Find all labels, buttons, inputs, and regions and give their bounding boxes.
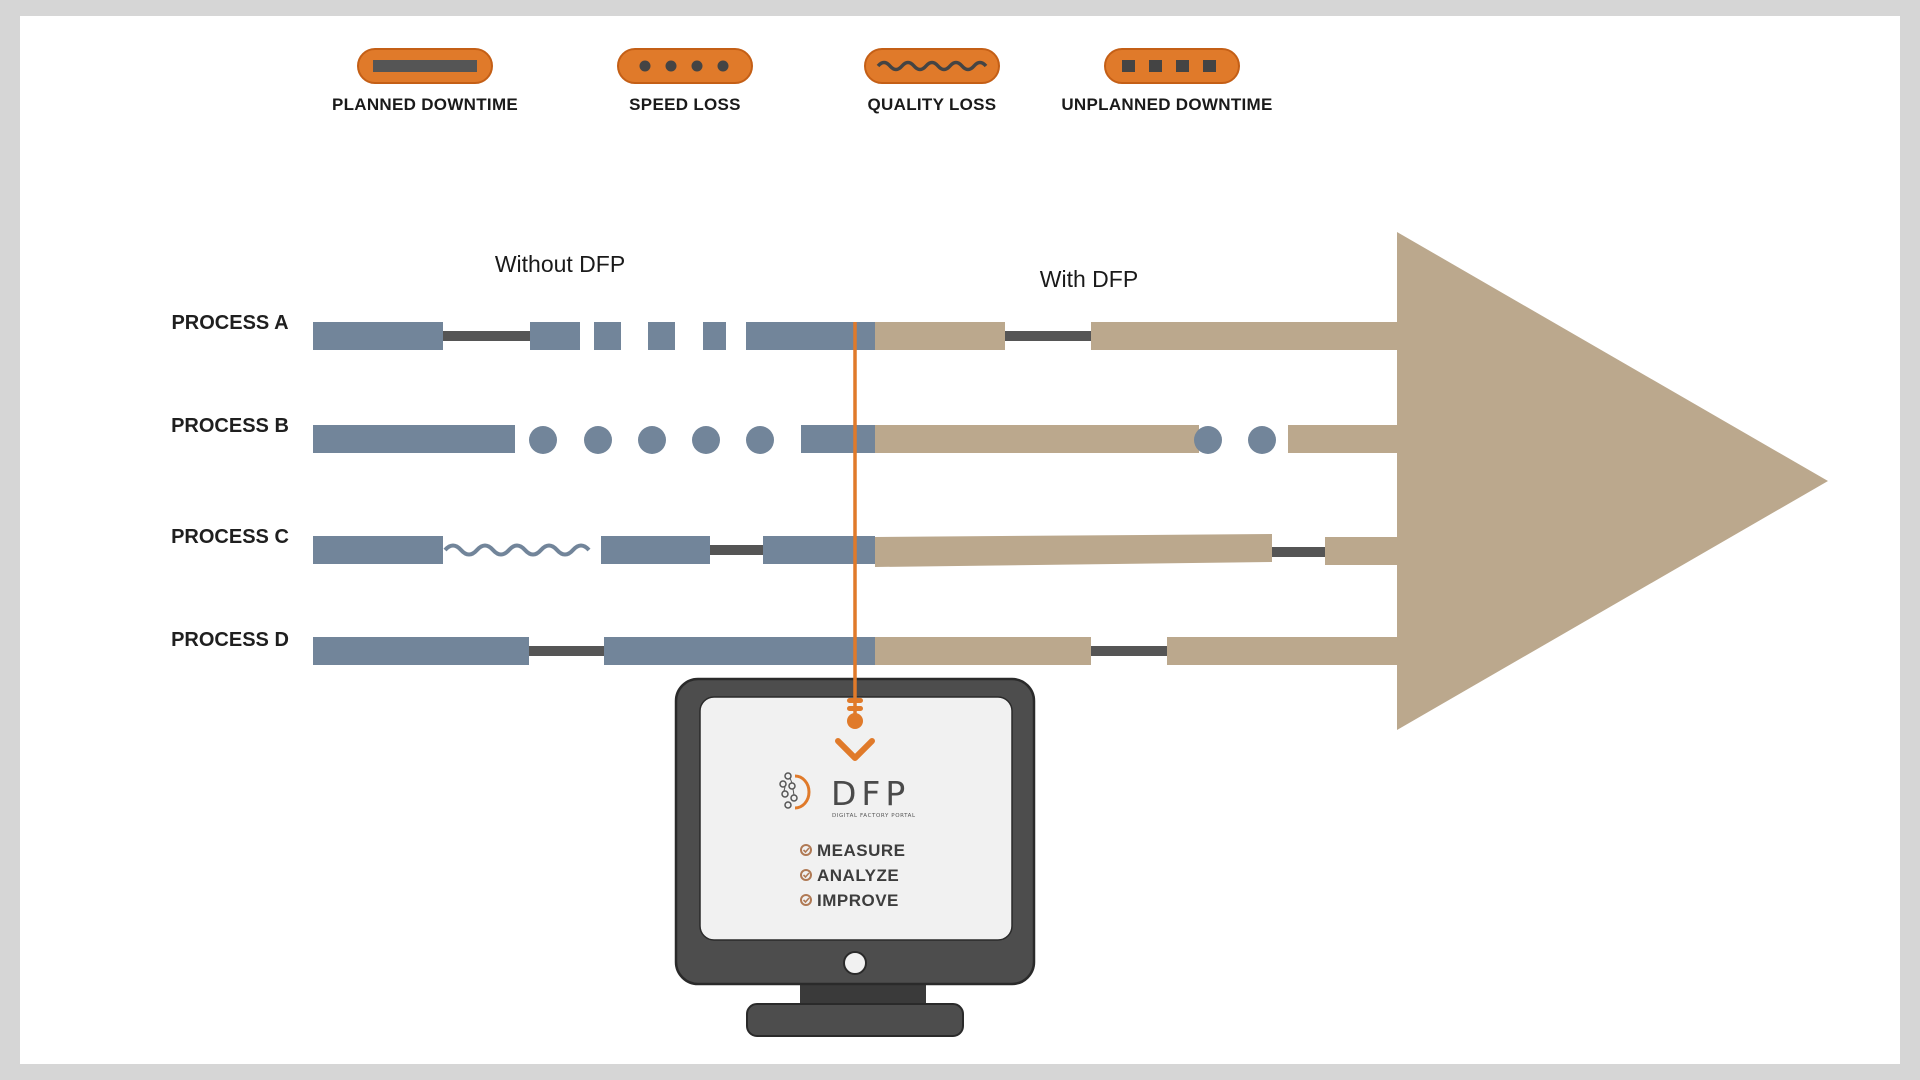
wave-icon <box>864 48 1000 84</box>
connector-node <box>847 713 863 729</box>
dfp-connector <box>835 322 875 761</box>
connector-ring <box>847 706 863 711</box>
chevron-down-icon <box>835 738 875 761</box>
run-segment <box>1288 425 1398 453</box>
run-segment <box>875 322 1005 350</box>
legend-square <box>1149 60 1162 72</box>
legend-square <box>1176 60 1189 72</box>
run-segment <box>801 425 875 453</box>
dfp-process-diagram: PLANNED DOWNTIME SPEED LOSS QUALITY LOSS… <box>171 48 1828 1037</box>
process-a-label: PROCESS A <box>171 312 288 334</box>
run-segment <box>1091 322 1398 350</box>
power-button-icon <box>843 951 867 975</box>
legend-square <box>1203 60 1216 72</box>
legend-square <box>1122 60 1135 72</box>
legend-dot <box>691 60 703 72</box>
speed-loss-dot <box>1248 426 1276 454</box>
run-segment <box>763 536 875 564</box>
process-b-label: PROCESS B <box>171 415 289 437</box>
connector-ring <box>847 698 863 703</box>
checklist-item-measure: MEASURE <box>817 841 906 860</box>
run-segment <box>875 534 1272 567</box>
planned-downtime-segment <box>1091 646 1167 656</box>
legend-label: SPEED LOSS <box>629 95 741 114</box>
run-segment <box>313 536 443 564</box>
network-logo-icon <box>779 772 811 810</box>
legend-dot <box>639 60 651 72</box>
process-c-label: PROCESS C <box>171 526 289 548</box>
run-segment <box>313 425 515 453</box>
dfp-logo: DFP DIGITAL FACTORY PORTAL <box>779 772 916 819</box>
planned-downtime-segment <box>1005 331 1091 341</box>
run-segment <box>1167 637 1398 665</box>
planned-downtime-segment <box>529 646 604 656</box>
legend-item-quality-loss: QUALITY LOSS <box>864 48 1000 114</box>
diagram-frame: PLANNED DOWNTIME SPEED LOSS QUALITY LOSS… <box>20 16 1900 1064</box>
legend-dot <box>665 60 677 72</box>
squares-icon <box>1104 48 1240 84</box>
with-dfp-label: With DFP <box>1040 266 1138 292</box>
process-d-line <box>313 637 1398 665</box>
legend-label: PLANNED DOWNTIME <box>332 95 518 114</box>
monitor <box>674 677 1036 1037</box>
planned-downtime-segment <box>443 331 530 341</box>
unplanned-downtime-block <box>648 322 675 350</box>
logo-subtitle: DIGITAL FACTORY PORTAL <box>832 813 916 819</box>
checklist-item-improve: IMPROVE <box>817 891 899 910</box>
check-circle-icon <box>800 844 812 856</box>
legend-label: QUALITY LOSS <box>868 95 997 114</box>
checklist: MEASURE ANALYZE IMPROVE <box>800 841 906 910</box>
without-dfp-label: Without DFP <box>495 251 625 277</box>
logo-text: DFP <box>831 774 910 813</box>
speed-loss-dot <box>1194 426 1222 454</box>
run-segment <box>530 322 580 350</box>
checklist-item-analyze: ANALYZE <box>817 866 899 885</box>
unplanned-downtime-block <box>703 322 726 350</box>
speed-loss-dot <box>529 426 557 454</box>
run-segment <box>875 425 1199 453</box>
speed-loss-dot <box>692 426 720 454</box>
legend-label: UNPLANNED DOWNTIME <box>1061 95 1272 114</box>
process-b-line <box>313 425 1398 454</box>
process-d-label: PROCESS D <box>171 629 289 651</box>
planned-downtime-segment <box>1272 547 1325 557</box>
run-segment <box>1325 537 1398 565</box>
run-segment <box>604 637 875 665</box>
dots-icon <box>617 48 753 84</box>
legend-bar <box>373 60 477 72</box>
check-circle-icon <box>800 869 812 881</box>
process-a-line <box>313 322 1398 350</box>
legend-item-planned-downtime: PLANNED DOWNTIME <box>332 48 518 114</box>
arrow-head <box>1397 232 1828 730</box>
legend-dot <box>717 60 729 72</box>
speed-loss-dot <box>638 426 666 454</box>
run-segment <box>875 637 1091 665</box>
legend-item-unplanned-downtime: UNPLANNED DOWNTIME <box>1061 48 1272 114</box>
speed-loss-dot <box>584 426 612 454</box>
legend-wave <box>876 60 988 72</box>
legend: PLANNED DOWNTIME SPEED LOSS QUALITY LOSS… <box>332 48 1272 114</box>
run-segment <box>601 536 710 564</box>
speed-loss-dot <box>746 426 774 454</box>
run-segment <box>313 637 529 665</box>
legend-item-speed-loss: SPEED LOSS <box>617 48 753 114</box>
check-circle-icon <box>800 894 812 906</box>
run-segment <box>313 322 443 350</box>
quality-loss-wave <box>443 543 591 557</box>
unplanned-downtime-block <box>594 322 621 350</box>
planned-downtime-segment <box>710 545 763 555</box>
monitor-base <box>746 1003 964 1037</box>
